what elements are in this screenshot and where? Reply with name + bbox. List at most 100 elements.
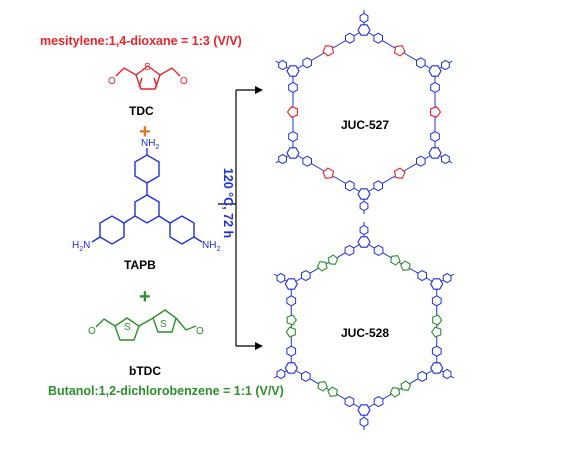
juc527-label: JUC-527 [341, 118, 390, 132]
phenyl-ring [276, 272, 286, 284]
core-benzene-ring [286, 65, 300, 77]
tapb-aryl-ring [134, 154, 160, 184]
juc528-framework [273, 222, 455, 430]
btdc-thiophene-ring [152, 309, 177, 333]
core-benzene-ring [357, 236, 371, 248]
phenyl-ring [288, 131, 298, 143]
tdc-double-bond [138, 77, 143, 88]
core-benzene-ring [428, 147, 442, 159]
btdc-sulfur-atom: S [160, 319, 167, 330]
thiophene-linker [327, 386, 339, 397]
core-benzene-ring [357, 404, 371, 416]
tapb-central-ring [134, 194, 160, 224]
phenyl-ring [344, 396, 355, 408]
tapb-bond [91, 236, 101, 243]
core-benzene-ring [284, 362, 298, 374]
tdc-oxygen-atom: O [180, 76, 188, 87]
tapb-amine-left: H2N [72, 240, 90, 253]
plus-sign-green: + [139, 286, 151, 308]
phenyl-ring [416, 155, 426, 167]
tdc-aldehyde-co [171, 67, 181, 77]
tdc-label: TDC [129, 104, 154, 118]
phenyl-ring [442, 272, 452, 284]
tapb-bond [158, 215, 171, 224]
btdc-thiophene-ring [114, 317, 140, 341]
phenyl-ring [431, 295, 442, 307]
core-benzene-ring [357, 24, 371, 36]
phenyl-ring [430, 131, 440, 143]
phenyl-ring [276, 368, 286, 380]
tapb-aryl-ring [169, 215, 195, 245]
thiophene-linker [432, 314, 443, 326]
btdc-aldehyde-co [185, 325, 197, 331]
thiophene-linker [322, 167, 335, 179]
phenyl-ring [345, 180, 355, 192]
phenyl-ring [417, 270, 427, 282]
juc527-framework [275, 10, 453, 214]
phenyl-ring [416, 57, 426, 69]
btdc-aldehyde-bond [175, 317, 187, 331]
phenyl-ring [373, 180, 383, 192]
tdc-structure [115, 65, 181, 90]
reaction-condition-text: 120 °C, 72 h [221, 167, 235, 239]
phenyl-ring [302, 155, 312, 167]
condition-bottom: Butanol:1,2-dichlorobenzene = 1:1 (V/V) [48, 384, 284, 398]
tapb-label: TAPB [124, 258, 156, 272]
phenyl-ring [278, 59, 287, 71]
phenyl-ring [302, 57, 312, 69]
tapb-aryl-ring [99, 215, 125, 245]
thiophene-linker [317, 381, 328, 392]
btdc-label: bTDC [129, 364, 161, 378]
phenyl-ring [301, 370, 311, 382]
btdc-linking-bond [138, 317, 154, 327]
tapb-bond [123, 215, 136, 224]
tdc-aldehyde-co [115, 67, 125, 77]
phenyl-ring [359, 224, 369, 236]
thiophene-linker [389, 255, 401, 266]
juc528-label: JUC-528 [341, 326, 390, 340]
tapb-bond [193, 236, 203, 243]
plus-sign-orange: + [139, 121, 151, 143]
phenyl-ring [286, 295, 297, 307]
phenyl-ring [442, 368, 452, 380]
reaction-condition: 120 °C, 72 h [218, 128, 238, 278]
thiophene-linker [400, 260, 411, 271]
phenyl-ring [373, 396, 384, 408]
reaction-arrows [218, 86, 263, 350]
phenyl-ring [359, 12, 369, 24]
phenyl-ring [359, 416, 369, 428]
phenyl-ring [301, 270, 311, 282]
btdc-sulfur-atom: S [124, 322, 131, 333]
tapb-amine-right: NH2 [202, 240, 220, 253]
btdc-aldehyde-bond [103, 318, 116, 327]
phenyl-ring [373, 244, 384, 256]
btdc-aldehyde-co [95, 318, 105, 328]
thiophene-linker [327, 254, 339, 265]
phenyl-ring [373, 32, 383, 44]
thiophene-linker [431, 326, 442, 338]
phenyl-ring [431, 345, 442, 357]
tdc-sulfur-atom: S [144, 62, 151, 73]
tapb-amine-top: NH2 [141, 138, 159, 151]
core-benzene-ring [286, 147, 300, 159]
phenyl-ring [345, 32, 355, 44]
btdc-oxygen-atom: O [88, 326, 96, 337]
phenyl-ring [417, 370, 427, 382]
thiophene-linker [393, 45, 406, 57]
core-benzene-ring [428, 65, 442, 77]
phenyl-ring [278, 153, 287, 165]
tapb-structure [91, 148, 203, 245]
phenyl-ring [359, 200, 369, 212]
thiophene-linker [285, 326, 296, 338]
phenyl-ring [344, 244, 355, 256]
btdc-structure [95, 309, 197, 341]
thiophene-linker [316, 261, 328, 272]
thiophene-linker [389, 387, 401, 398]
core-benzene-ring [430, 278, 444, 290]
thiophene-linker [286, 314, 297, 326]
thiophene-linker [393, 167, 406, 179]
tdc-oxygen-atom: O [108, 76, 116, 87]
core-benzene-ring [284, 278, 298, 290]
